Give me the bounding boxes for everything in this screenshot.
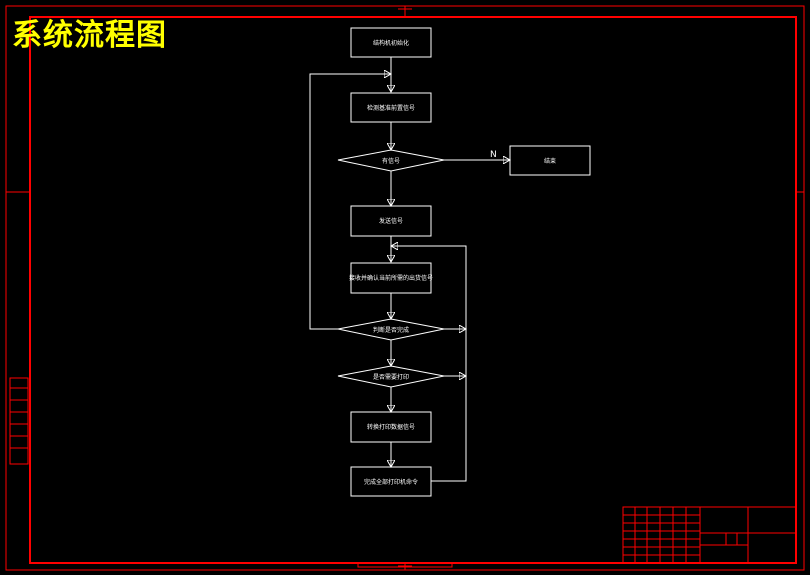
node-decision-complete bbox=[337, 318, 445, 341]
node-end bbox=[509, 145, 591, 176]
node-decision-print bbox=[337, 365, 445, 388]
node-init bbox=[350, 27, 432, 58]
label-send: 发送信号 bbox=[379, 217, 403, 225]
edge-label-no: N bbox=[490, 150, 497, 160]
bottom-ruler bbox=[357, 562, 453, 568]
node-finish bbox=[350, 466, 432, 497]
title-block bbox=[622, 506, 797, 564]
label-detect: 检测基准前置信号 bbox=[367, 104, 415, 112]
label-receive: 接收并确认当前所需的出货信号 bbox=[349, 274, 433, 282]
node-decision-signal bbox=[337, 149, 445, 172]
node-detect bbox=[350, 92, 432, 123]
label-init: 结构机初始化 bbox=[373, 39, 409, 47]
label-decision-print: 是否需要打印 bbox=[373, 373, 409, 381]
label-convert: 转换打印数据信号 bbox=[367, 423, 415, 431]
label-decision-complete: 判断是否完成 bbox=[373, 326, 409, 334]
diagram-title: 系统流程图 bbox=[12, 18, 167, 53]
connectors bbox=[309, 57, 510, 482]
label-decision-signal: 有信号 bbox=[382, 157, 400, 165]
label-finish: 完成全部打印机命令 bbox=[364, 478, 418, 486]
side-label-strip bbox=[9, 377, 29, 465]
node-convert bbox=[350, 411, 432, 443]
node-receive bbox=[350, 262, 432, 294]
node-send bbox=[350, 205, 432, 237]
label-end: 结束 bbox=[544, 157, 556, 165]
